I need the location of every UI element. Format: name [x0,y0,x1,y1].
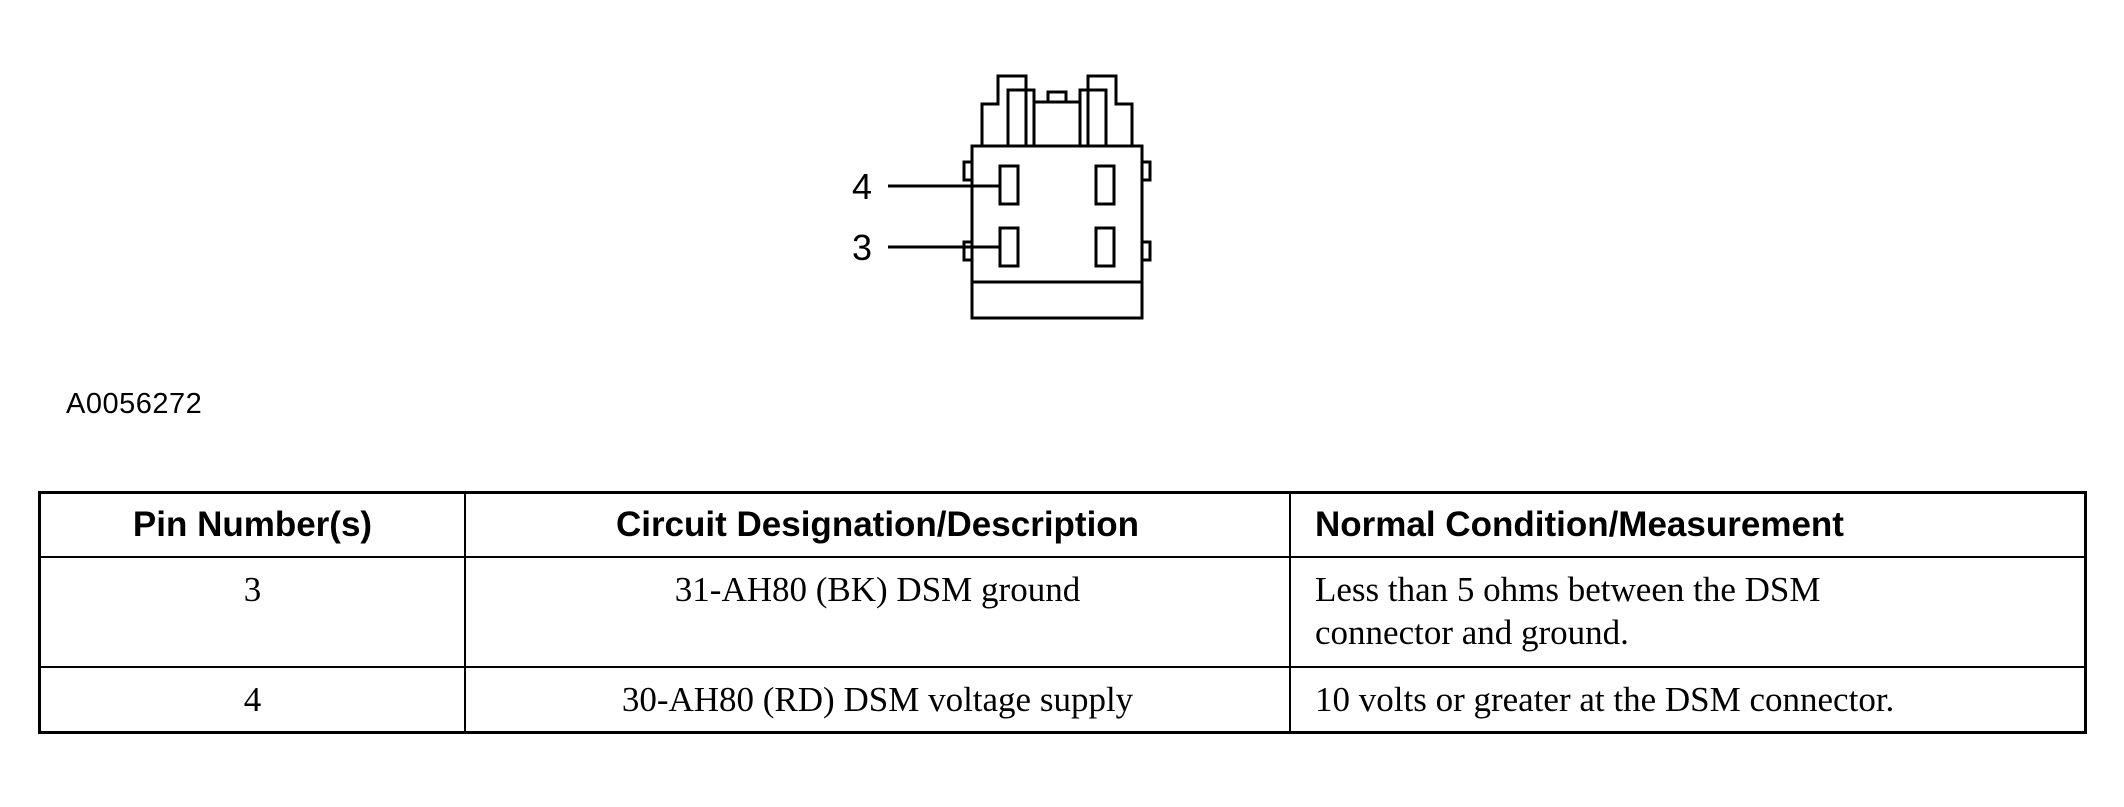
cell-pin: 3 [38,556,466,668]
connector-lock-tab [1032,100,1082,148]
pin-cavity-1 [1094,226,1116,268]
pin-cavity-3 [998,226,1020,268]
connector-body [970,144,1144,320]
cell-pin: 4 [38,666,466,734]
pin-label-3: 3 [852,227,872,268]
cell-condition-line: 10 volts or greater at the DSM connector… [1315,680,1895,719]
cell-condition-line: Less than 5 ohms between the DSM [1315,570,1821,609]
table-header-row: Pin Number(s) Circuit Designation/Descri… [38,491,2087,558]
pin-table: Pin Number(s) Circuit Designation/Descri… [38,491,2087,734]
header-condition: Normal Condition/Measurement [1289,491,2087,558]
pin-cavity-2 [1094,164,1116,206]
cell-condition-line: connector and ground. [1315,613,1629,652]
pin-label-4: 4 [852,166,872,207]
connector-latch-right [1086,74,1134,146]
table-row: 4 30-AH80 (RD) DSM voltage supply 10 vol… [38,666,2087,734]
connector-diagram: 4 3 [830,62,1170,332]
cell-circuit: 30-AH80 (RD) DSM voltage supply [464,666,1291,734]
cell-condition: Less than 5 ohms between the DSM connect… [1289,556,2087,668]
figure-id: A0056272 [66,388,203,420]
header-circuit: Circuit Designation/Description [464,491,1291,558]
pin-cavity-4 [998,164,1020,206]
cell-condition: 10 volts or greater at the DSM connector… [1289,666,2087,734]
connector-latch-left [980,74,1028,146]
connector-face-view: 4 3 [852,74,1152,320]
table-row: 3 31-AH80 (BK) DSM ground Less than 5 oh… [38,556,2087,668]
header-pin-number: Pin Number(s) [38,491,466,558]
cell-circuit: 31-AH80 (BK) DSM ground [464,556,1291,668]
